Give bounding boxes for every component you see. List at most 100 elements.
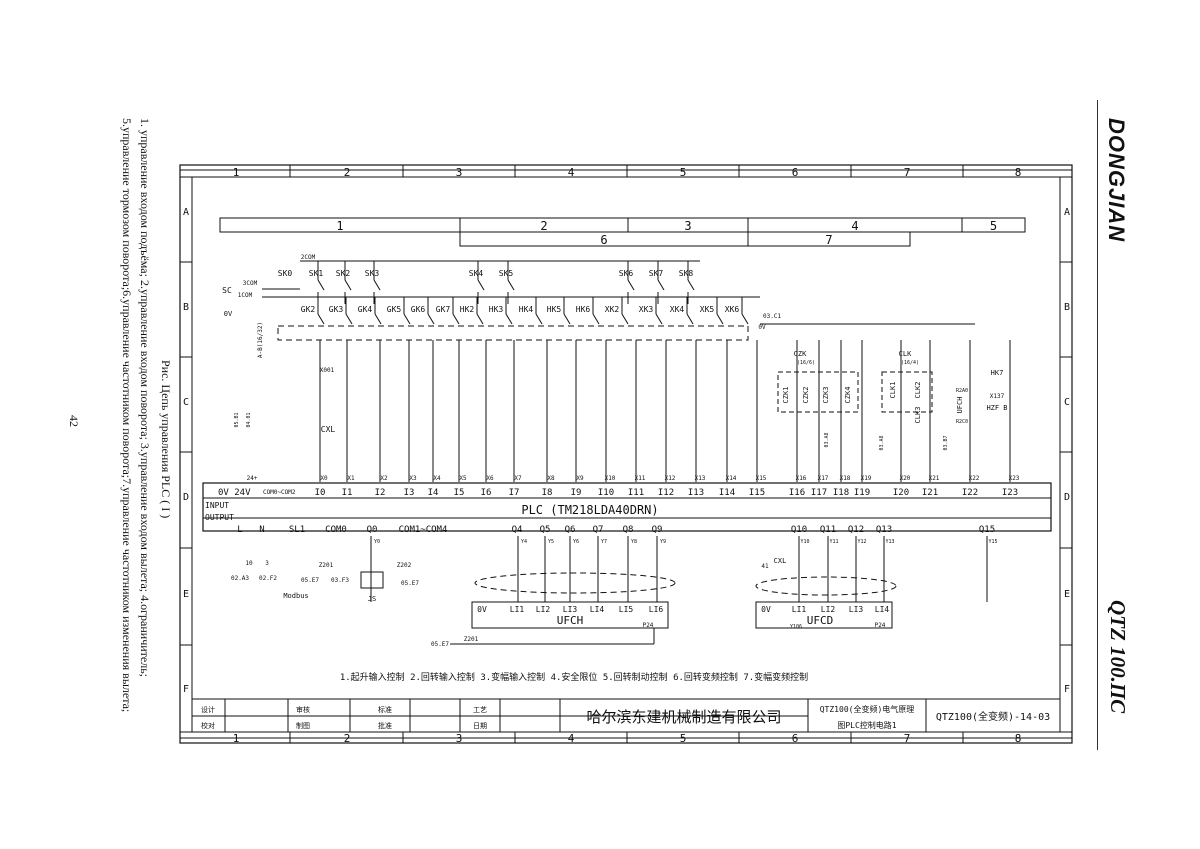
switch-blade: [317, 313, 325, 325]
input-wire-label-X5: X5: [459, 475, 467, 482]
plc-output-Q13: Q13: [876, 525, 892, 535]
input-wire-label-X10: X10: [605, 475, 616, 482]
col-label-top: 2: [344, 166, 351, 179]
band-label-bottom: 6: [600, 233, 607, 247]
plc-input-I7: I7: [509, 488, 520, 498]
ufch-term-LI3: LI3: [563, 605, 578, 614]
ufch-term-LI4: LI4: [590, 605, 605, 614]
switch-blade: [687, 279, 695, 291]
js-coil: [360, 571, 384, 589]
dashed-clk: [881, 371, 933, 413]
switch-label-GK5: GK5: [387, 305, 402, 314]
col-label-bottom: 4: [568, 732, 575, 745]
relay-CZK3: CZK3: [822, 387, 830, 404]
switch-blade: [344, 279, 352, 291]
relay-CLK2: CLK2: [914, 382, 922, 399]
plc-power-label: 0V 24V: [218, 488, 251, 498]
input-wire-label-X1: X1: [347, 475, 355, 482]
ufcd-name: UFCD: [807, 614, 834, 627]
plc-input-I19: I19: [854, 488, 870, 498]
title-cell-4: 标准: [378, 705, 392, 714]
input-wire-label-X14: X14: [726, 475, 737, 482]
plc-input-I17: I17: [811, 488, 827, 498]
output-wire-label-Y5: Y5: [548, 539, 554, 545]
input-wire-label-X17: X17: [818, 475, 829, 482]
label-03b7: 03.B7: [943, 435, 949, 450]
row-label-left: B: [183, 302, 189, 313]
output-wire-label-Y15: Y15: [988, 539, 997, 545]
switch-blade: [627, 279, 635, 291]
switch-label-XK3: XK3: [639, 305, 654, 314]
plc-input-label: INPUT: [205, 501, 229, 510]
dashed-czk: [777, 371, 859, 413]
label-clk-ref: (16/4): [901, 360, 919, 366]
band-label-top: 1: [336, 219, 343, 233]
title-cell-3: 制图: [296, 721, 310, 730]
relay-CLK3: CLK3: [914, 407, 922, 424]
switch-label-SK8: SK8: [679, 269, 694, 278]
plc-output-Q0: Q0: [367, 525, 378, 535]
switch-label-XK2: XK2: [605, 305, 620, 314]
outer-border: [179, 164, 1073, 744]
label-hzfb: HZF B: [986, 404, 1007, 412]
switch-label-GK2: GK2: [301, 305, 316, 314]
switch-label-SK1: SK1: [309, 269, 324, 278]
label-0v-2: 0V: [758, 324, 766, 331]
label-03a8-b: 03.A8: [879, 435, 885, 450]
switch-label-HK6: HK6: [576, 305, 591, 314]
input-wire-label-X16: X16: [796, 475, 807, 482]
output-wire-label-Y9: Y9: [660, 539, 666, 545]
switch-blade: [476, 313, 484, 325]
label-x137: X137: [990, 393, 1005, 400]
switch-blade: [345, 313, 353, 325]
drawing-frame: [179, 164, 1073, 744]
col-label-bottom: 1: [233, 732, 240, 745]
col-label-bottom: 7: [904, 732, 911, 745]
label-x001: X001: [320, 367, 335, 374]
title-cell-1: 校对: [201, 721, 215, 730]
plc-output-Q12: Q12: [848, 525, 864, 535]
switch-label-XK5: XK5: [700, 305, 715, 314]
caption-line-1: 1. управление входом подъёма; 2.управлен…: [138, 118, 152, 678]
plc-output-SL1: SL1: [289, 525, 305, 535]
switch-label-SK4: SK4: [469, 269, 484, 278]
row-label-right: D: [1064, 492, 1070, 503]
label-05e7: 05.E7: [301, 577, 319, 584]
switch-blade: [741, 313, 749, 325]
plc-input-I15: I15: [749, 488, 765, 498]
input-wire-label-X8: X8: [547, 475, 555, 482]
switch-label-XK4: XK4: [670, 305, 685, 314]
company-name: 哈尔滨东建机械制造有限公司: [586, 708, 781, 726]
ufch-term-0V: 0V: [477, 605, 487, 614]
switch-blade: [655, 313, 663, 325]
label-w3: 3: [265, 560, 269, 567]
relay-UFCH: UFCH: [956, 397, 964, 414]
plc-input-I1: I1: [342, 488, 353, 498]
input-wire-label-X18: X18: [840, 475, 851, 482]
switch-label-HK5: HK5: [547, 305, 562, 314]
plc-input-I0: I0: [315, 488, 326, 498]
col-label-bottom: 3: [456, 732, 463, 745]
plc-output-Q6: Q6: [565, 525, 576, 535]
plc-output-label: OUTPUT: [205, 513, 234, 522]
title-cell-0: 设计: [201, 705, 215, 714]
switch-label-GK4: GK4: [358, 305, 373, 314]
row-label-right: C: [1064, 397, 1070, 408]
plc-output-Q11: Q11: [820, 525, 836, 535]
cable-shield-right: [755, 576, 897, 596]
plc-input-I21: I21: [922, 488, 938, 498]
output-wire-label-Y13: Y13: [885, 539, 894, 545]
plc-input-I23: I23: [1002, 488, 1018, 498]
label-r2c0: R2C0: [956, 419, 968, 425]
plc-output-COM0: COM0: [325, 525, 347, 535]
plc-input-I9: I9: [571, 488, 582, 498]
output-wire-label-Y10: Y10: [800, 539, 809, 545]
switch-label-SK3: SK3: [365, 269, 380, 278]
page-number: 42: [67, 415, 81, 427]
output-wire-label-Y12: Y12: [857, 539, 866, 545]
row-label-left: C: [183, 397, 189, 408]
row-label-right: A: [1064, 207, 1070, 218]
